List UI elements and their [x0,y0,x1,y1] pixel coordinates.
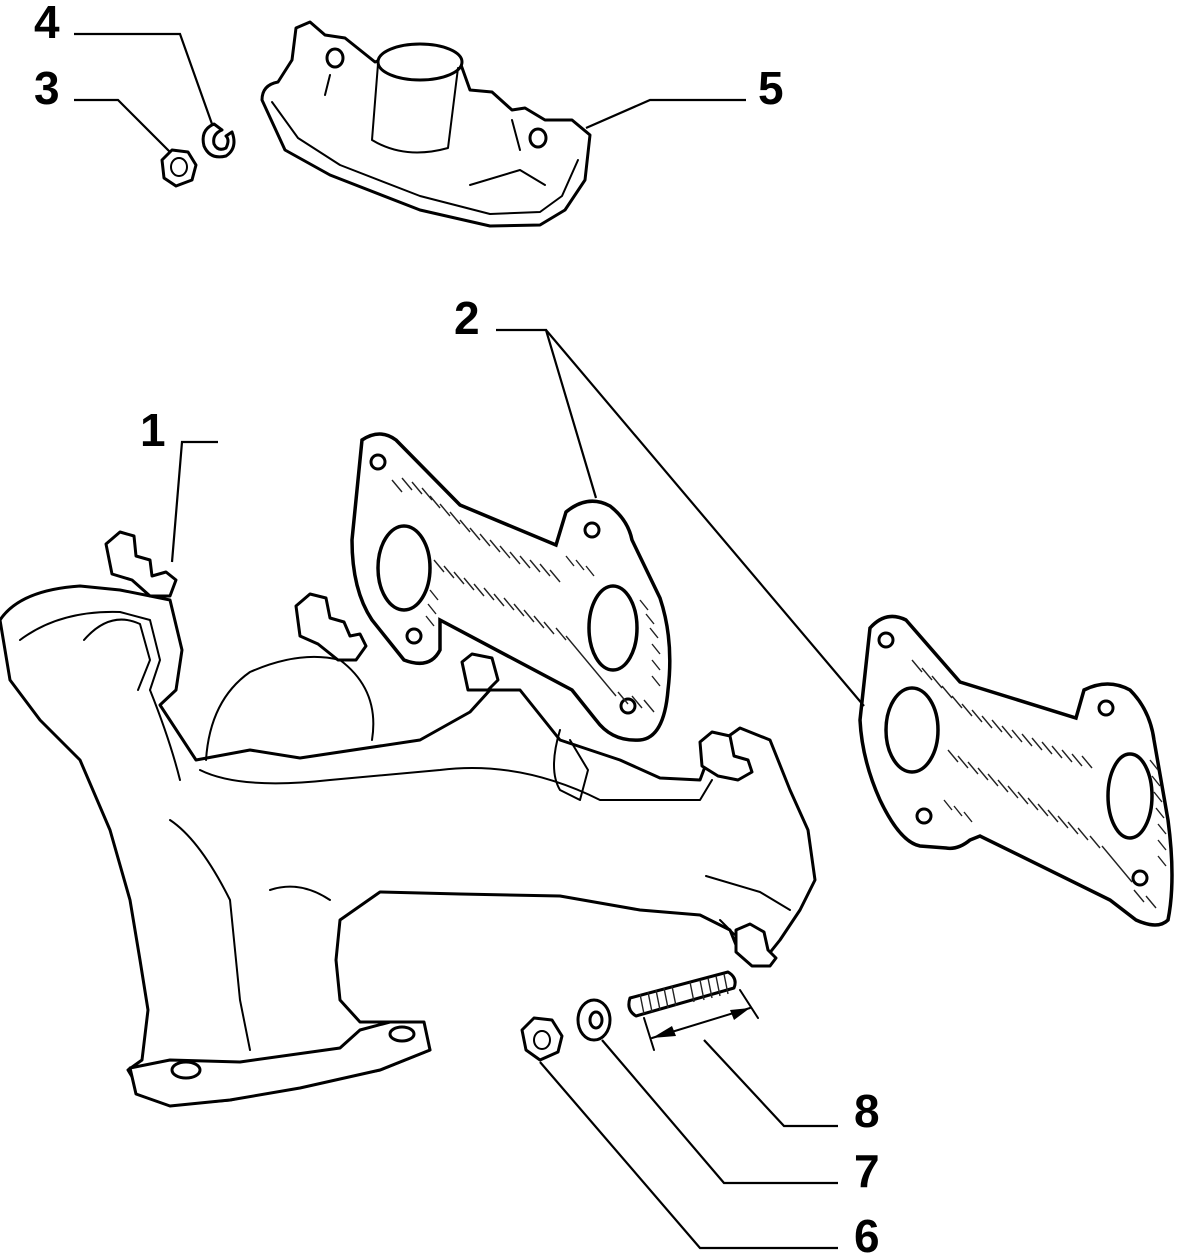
leader-3 [74,98,171,153]
nut-bottom [520,1016,564,1062]
leader-5 [585,98,746,130]
callout-6: 6 [854,1210,880,1255]
callout-8: 8 [854,1085,880,1137]
leader-1 [170,440,218,563]
gasket-right [858,614,1174,927]
stud-bolt [627,970,759,1051]
heat-shield-cover [260,20,592,228]
callout-4: 4 [34,0,60,48]
leader-4 [74,32,214,125]
callout-3: 3 [34,62,60,114]
callout-7: 7 [854,1145,880,1197]
exhaust-manifold [0,530,817,1108]
leader-6 [539,1061,838,1250]
leader-2a [496,328,598,499]
washer-bottom [576,998,612,1042]
callout-2: 2 [454,292,480,344]
callout-1: 1 [140,404,166,456]
leader-lines [74,32,865,1250]
leader-7 [601,1039,838,1185]
leader-8 [703,1039,838,1128]
callout-labels: 1 2 3 4 5 6 7 8 [34,0,880,1255]
spring-washer [201,122,236,159]
leader-2b [545,329,865,707]
callout-5: 5 [758,62,784,114]
gasket-left [350,432,672,742]
nut-top [160,148,198,188]
